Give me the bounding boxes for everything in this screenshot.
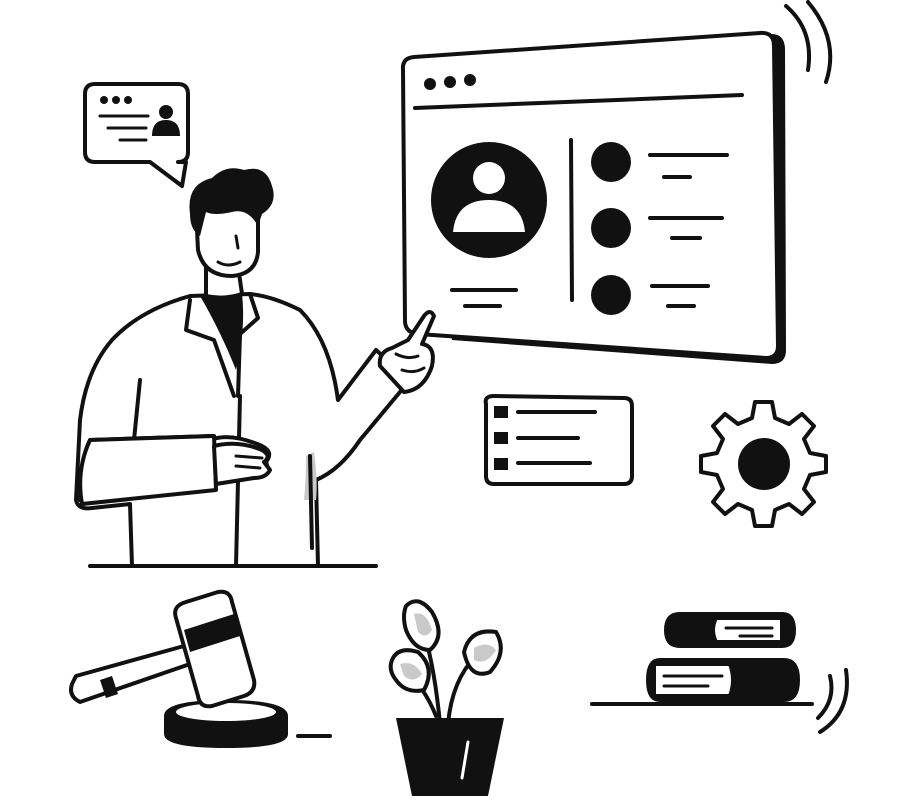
book-stack-icon [590,612,849,734]
checklist-card-icon [483,394,634,486]
gavel-icon [69,589,332,748]
person-figure [74,168,436,568]
chat-bubble-icon [83,82,190,188]
gear-icon [699,400,828,528]
browser-window-icon [400,30,786,364]
profile-avatar-icon [431,142,547,258]
motion-lines [784,0,833,84]
potted-plant-icon [388,599,504,796]
